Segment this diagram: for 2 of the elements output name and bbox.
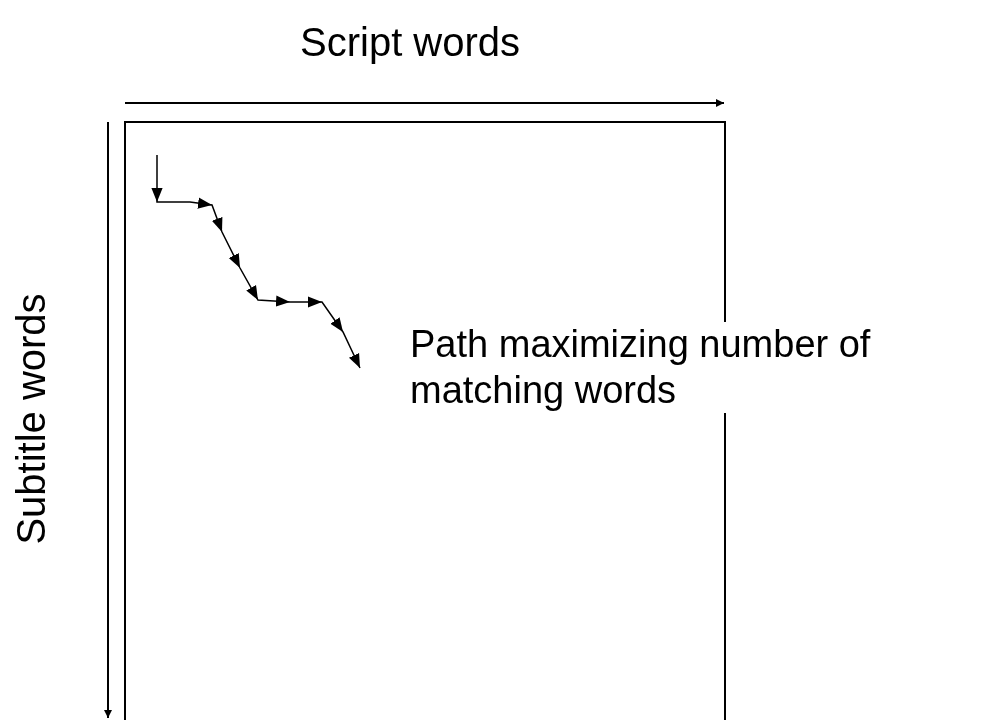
axis-label: Script words bbox=[300, 19, 521, 66]
axis-label: Subtitle words bbox=[7, 293, 54, 545]
